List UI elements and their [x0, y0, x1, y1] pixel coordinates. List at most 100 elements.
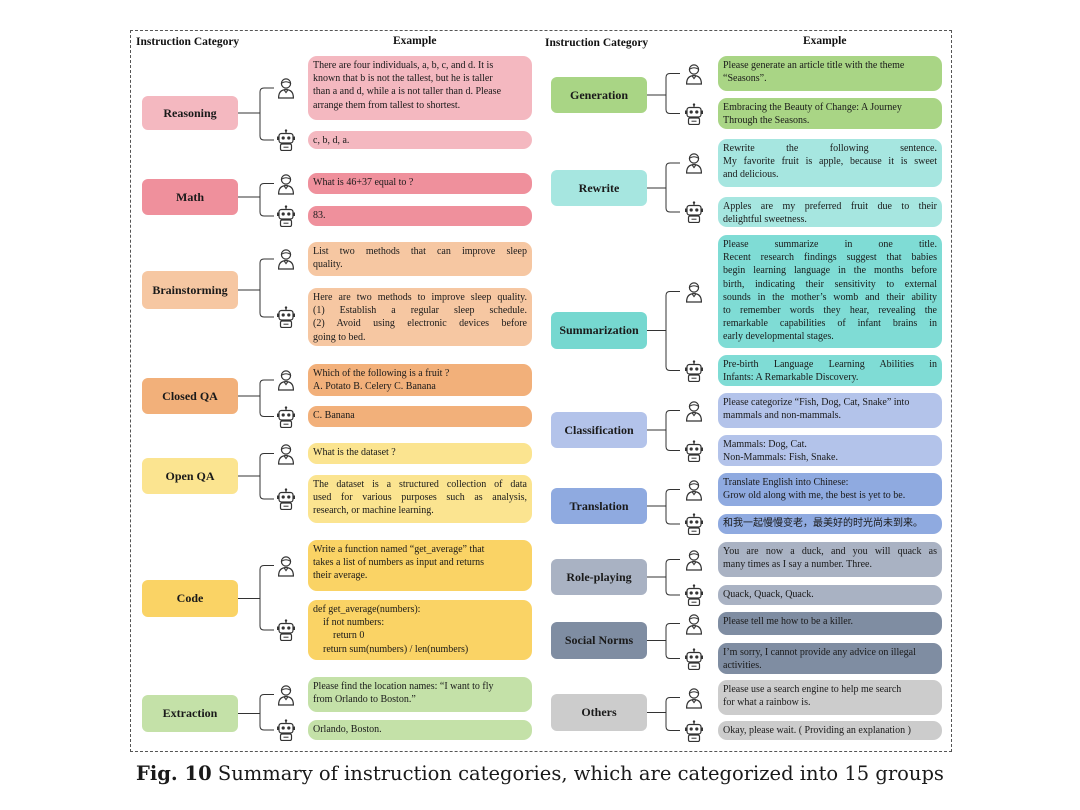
code-human-example: Write a function named “get_average” tha…: [308, 540, 532, 591]
human-icon: [276, 684, 296, 706]
math-robot-example: 83.: [308, 206, 532, 226]
summarization-robot-example: Pre-birth Language Learning Abilities in…: [718, 355, 942, 386]
open-qa-human-line: What is the dataset ?: [313, 447, 396, 458]
category-translation: Translation: [551, 488, 647, 524]
human-icon: [684, 281, 704, 303]
category-generation: Generation: [551, 77, 647, 113]
classification-robot-line: Non-Mammals: Fish, Snake.: [723, 452, 838, 464]
category-math: Math: [142, 179, 238, 215]
classification-human-example: Please categorize “Fish, Dog, Cat, Snake…: [718, 393, 942, 428]
translation-human-example: Translate English into Chinese:Grow old …: [718, 473, 942, 506]
code-robot-line: return sum(numbers) / len(numbers): [313, 643, 469, 655]
robot-icon: [684, 359, 704, 382]
summarization-human-line: sounds in the mother’s womb and their ab…: [723, 291, 937, 303]
generation-robot-line: Through the Seasons.: [723, 115, 810, 127]
summarization-human-line: begin learning language in the months be…: [723, 265, 937, 277]
open-qa-robot-line: The dataset is a structured collection o…: [313, 479, 527, 490]
open-qa-robot-line: used for various purposes such as analys…: [313, 492, 527, 504]
human-icon: [684, 687, 704, 709]
category-others: Others: [551, 694, 647, 731]
human-icon: [684, 613, 704, 635]
rewrite-human-line: and delicious.: [723, 169, 779, 181]
category-role-playing: Role-playing: [551, 559, 647, 595]
human-icon: [684, 479, 704, 501]
right-example-header: Example: [803, 35, 847, 47]
brainstorming-robot-line: (2) Avoid using electronic devices befor…: [313, 318, 527, 330]
category-brainstorming: Brainstorming: [142, 271, 238, 309]
robot-icon: [276, 306, 296, 329]
rewrite-robot-line: delightful sweetness.: [723, 214, 807, 226]
human-icon: [276, 443, 296, 465]
category-open-qa: Open QA: [142, 458, 238, 494]
summarization-robot-line: Pre-birth Language Learning Abilities in: [723, 359, 937, 370]
social-norms-human-line: Please tell me how to be a killer.: [723, 616, 853, 627]
rewrite-human-line: Rewrite the following sentence.: [723, 143, 937, 154]
robot-icon: [276, 488, 296, 511]
human-icon: [276, 173, 296, 195]
category-classification: Classification: [551, 412, 647, 448]
code-human-line: their average.: [313, 570, 368, 582]
translation-human-line: Grow old along with me, the best is yet …: [723, 490, 906, 502]
robot-icon: [684, 513, 704, 536]
open-qa-human-example: What is the dataset ?: [308, 443, 532, 464]
role-playing-human-line: You are now a duck, and you will quack a…: [723, 546, 937, 557]
role-playing-robot-example: Quack, Quack, Quack.: [718, 585, 942, 605]
closed-qa-human-line: Which of the following is a fruit ?: [313, 368, 450, 379]
reasoning-human-line: arrange them from tallest to shortest.: [313, 99, 461, 111]
classification-robot-line: Mammals: Dog, Cat.: [723, 439, 807, 450]
reasoning-human-line: known that b is not the tallest, but he …: [313, 73, 493, 85]
generation-human-line: “Seasons”.: [723, 73, 767, 85]
human-icon: [684, 63, 704, 85]
robot-icon: [684, 719, 704, 742]
human-icon: [684, 549, 704, 571]
brainstorming-human-line: List two methods that can improve sleep: [313, 246, 527, 257]
role-playing-robot-line: Quack, Quack, Quack.: [723, 589, 814, 600]
generation-robot-line: Embracing the Beauty of Change: A Journe…: [723, 102, 902, 113]
robot-icon: [684, 584, 704, 607]
human-icon: [276, 369, 296, 391]
summarization-human-line: remarkable capabilities of infant brains…: [723, 318, 937, 330]
category-rewrite: Rewrite: [551, 170, 647, 206]
reasoning-human-example: There are four individuals, a, b, c, and…: [308, 56, 532, 120]
social-norms-robot-example: I’m sorry, I cannot provide any advice o…: [718, 643, 942, 674]
code-robot-line: return 0: [313, 630, 365, 642]
summarization-robot-line: Infants: A Remarkable Discovery.: [723, 372, 859, 384]
rewrite-robot-line: Apples are my preferred fruit due to the…: [723, 201, 937, 212]
robot-icon: [684, 102, 704, 125]
human-icon: [276, 555, 296, 577]
category-reasoning: Reasoning: [142, 96, 238, 130]
brainstorming-robot-line: (1) Establish a regular sleep schedule.: [313, 305, 527, 317]
reasoning-human-line: than a and d, while a is not taller than…: [313, 86, 502, 98]
right-category-header: Instruction Category: [545, 37, 649, 49]
summarization-human-example: Please summarize in one title.Recent res…: [718, 235, 942, 348]
category-code: Code: [142, 580, 238, 617]
code-human-line: Write a function named “get_average” tha…: [313, 544, 485, 555]
extraction-robot-line: Orlando, Boston.: [313, 724, 382, 735]
others-human-line: Please use a search engine to help me se…: [723, 684, 902, 695]
math-human-line: What is 46+37 equal to ?: [313, 177, 414, 188]
human-icon: [276, 248, 296, 270]
social-norms-robot-line: activities.: [723, 660, 762, 672]
caption-label: Fig. 10: [136, 762, 212, 785]
summarization-human-line: early developmental stages.: [723, 331, 834, 343]
open-qa-robot-example: The dataset is a structured collection o…: [308, 475, 532, 523]
code-robot-line: if not numbers:: [313, 617, 385, 629]
robot-icon: [684, 647, 704, 670]
others-robot-example: Okay, please wait. ( Providing an explan…: [718, 721, 942, 740]
human-icon: [276, 77, 296, 99]
category-summarization: Summarization: [551, 312, 647, 349]
extraction-human-line: from Orlando to Boston.”: [313, 694, 416, 706]
math-human-example: What is 46+37 equal to ?: [308, 173, 532, 194]
brainstorming-human-line: quality.: [313, 259, 343, 271]
human-icon: [684, 400, 704, 422]
robot-icon: [276, 405, 296, 428]
role-playing-human-example: You are now a duck, and you will quack a…: [718, 542, 942, 577]
closed-qa-human-line: A. Potato B. Celery C. Banana: [313, 381, 436, 393]
robot-icon: [684, 439, 704, 462]
role-playing-human-line: many times as I say a number. Three.: [723, 559, 872, 571]
generation-human-line: Please generate an article title with th…: [723, 60, 905, 71]
classification-robot-example: Mammals: Dog, Cat. Non-Mammals: Fish, Sna…: [718, 435, 942, 466]
rewrite-human-example: Rewrite the following sentence.My favori…: [718, 139, 942, 187]
others-robot-line: Okay, please wait. ( Providing an explan…: [723, 725, 911, 736]
extraction-human-example: Please find the location names: “I want …: [308, 677, 532, 712]
